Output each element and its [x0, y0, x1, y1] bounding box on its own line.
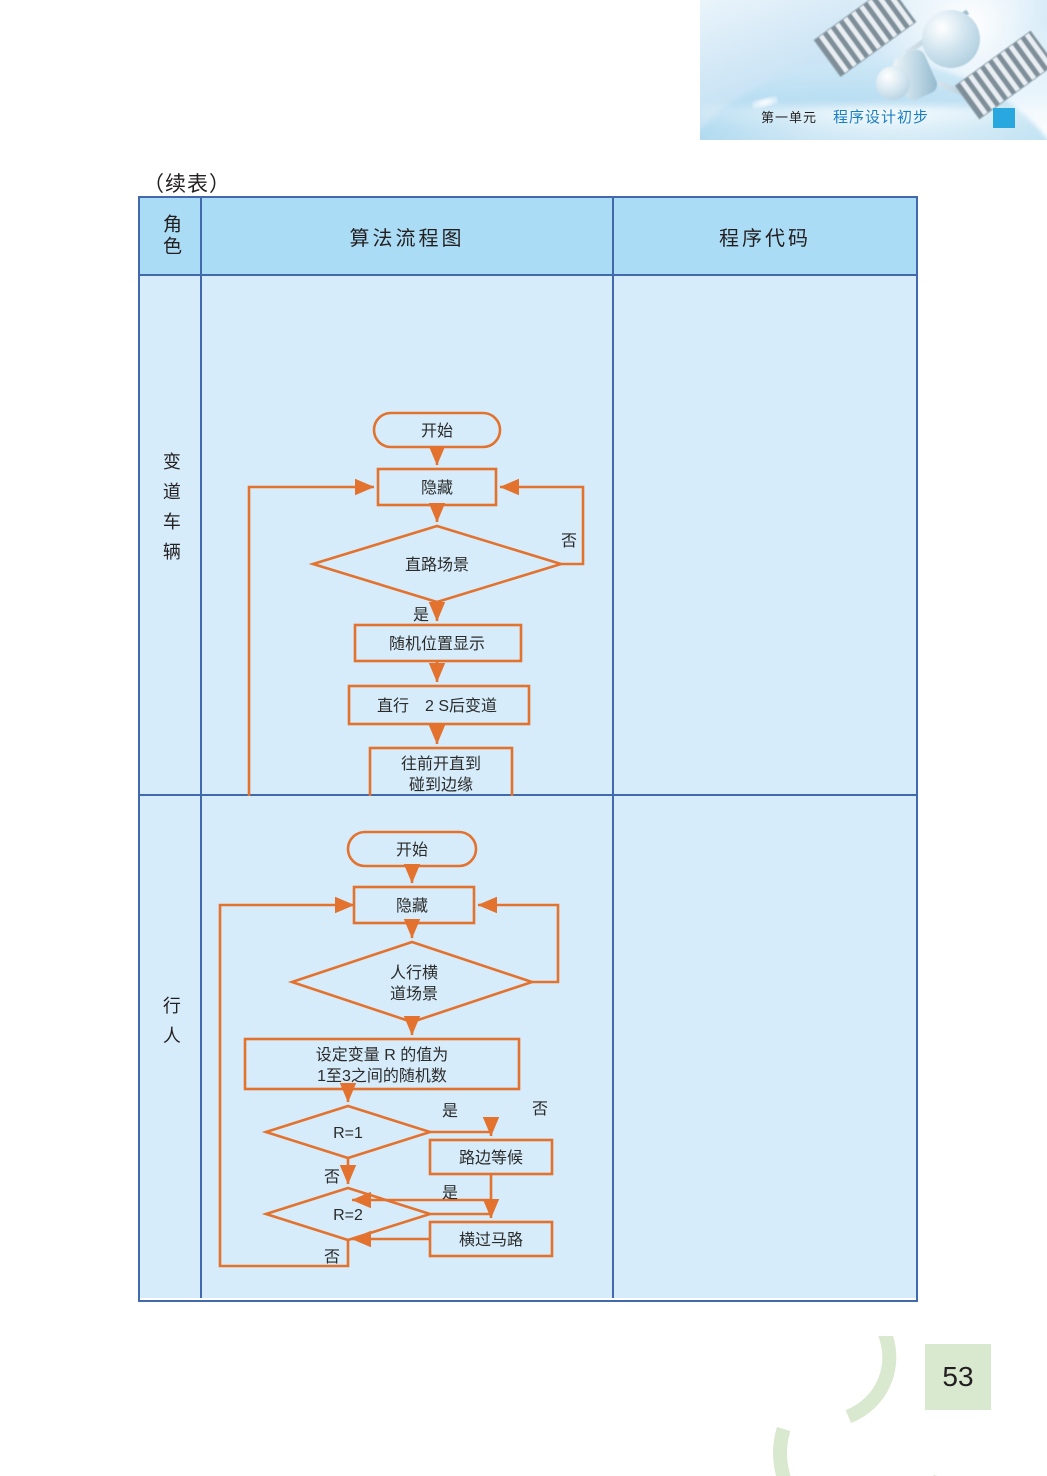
page-footer: 53: [0, 1336, 1047, 1476]
row-role-label-2: 行人: [160, 996, 181, 1056]
flow-label-r1-yes-2: 是: [442, 1103, 458, 1120]
row-code-cell-2: [614, 796, 916, 1298]
flow-node-random-1: 随机位置显示: [389, 635, 485, 653]
flow-label-scene-no-1: 否: [561, 533, 577, 550]
row-code-cell-1: [614, 276, 916, 794]
table-row: 变道车辆: [140, 276, 916, 796]
page-number: 53: [942, 1361, 974, 1392]
row-role-cell-1: 变道车辆: [140, 276, 202, 794]
table-header-role-label: 角色: [159, 214, 181, 258]
table-header-code-label: 程序代码: [719, 227, 811, 250]
space-banner: [700, 0, 1047, 140]
flow-node-setvar-line2-2: 1至3之间的随机数: [317, 1067, 447, 1085]
header-accent-square: [993, 108, 1015, 128]
running-head: 第一单元 程序设计初步: [760, 106, 1015, 128]
row-role-label-1: 变道车辆: [160, 452, 181, 572]
flow-node-start-1: 开始: [421, 422, 453, 440]
flow-node-r1-2: R=1: [333, 1125, 363, 1142]
table-caption: （续表）: [143, 172, 231, 196]
flow-node-hide-2: 隐藏: [396, 897, 428, 915]
table-header-flowchart-label: 算法流程图: [349, 227, 465, 250]
flow-label-r2-yes-2: 是: [442, 1185, 458, 1202]
satellite-module-icon: [876, 66, 910, 100]
flow-label-r1-no-2: 否: [324, 1169, 340, 1186]
table-row: 行人: [140, 796, 916, 1298]
chapter-title: 程序设计初步: [832, 110, 929, 126]
flow-node-hide-1: 隐藏: [421, 479, 453, 497]
flow-node-wait-2: 路边等候: [459, 1149, 523, 1167]
table-header-role: 角色: [140, 198, 202, 274]
content-table: 角色 算法流程图 程序代码 变道车辆: [138, 196, 918, 1302]
table-header-row: 角色 算法流程图 程序代码: [140, 198, 916, 276]
page-number-box: 53: [925, 1344, 991, 1410]
flow-node-scene-line1-2: 人行横: [390, 964, 438, 982]
flowchart-lane-change-vehicle: 开始 隐藏 直路场景 随机位置显示 直行 2 S后变道 往前开直到 碰到边缘 否…: [202, 276, 612, 796]
flow-label-scene-yes-1: 是: [413, 607, 429, 624]
flow-node-scene-1: 直路场景: [405, 556, 469, 574]
satellite-sphere-icon: [922, 10, 980, 68]
flow-node-setvar-line1-2: 设定变量 R 的值为: [316, 1046, 448, 1064]
flow-node-drive-1: 直行 2 S后变道: [377, 697, 497, 715]
flow-label-r2-no-2: 否: [324, 1249, 340, 1266]
unit-label: 第一单元: [760, 110, 817, 125]
flow-node-cross-2: 横过马路: [459, 1231, 523, 1249]
table-header-code: 程序代码: [614, 198, 916, 274]
row-flowchart-cell-2: 开始 隐藏 人行横 道场景 设定变量 R 的值为 1至3之间的随机数 R=1 路…: [202, 796, 614, 1298]
row-flowchart-cell-1: 开始 隐藏 直路场景 随机位置显示 直行 2 S后变道 往前开直到 碰到边缘 否…: [202, 276, 614, 796]
table-header-flowchart: 算法流程图: [202, 198, 614, 274]
flow-node-edge-line1-1: 往前开直到: [401, 755, 481, 773]
flow-label-scene-no-2: 否: [532, 1101, 548, 1118]
flow-node-r2-2: R=2: [333, 1207, 363, 1224]
flow-node-edge-line2-1: 碰到边缘: [409, 776, 473, 794]
flowchart-pedestrian: 开始 隐藏 人行横 道场景 设定变量 R 的值为 1至3之间的随机数 R=1 路…: [202, 796, 612, 1298]
row-role-cell-2: 行人: [140, 796, 202, 1298]
flow-node-scene-line2-2: 道场景: [390, 985, 438, 1003]
flow-node-start-2: 开始: [396, 841, 428, 859]
